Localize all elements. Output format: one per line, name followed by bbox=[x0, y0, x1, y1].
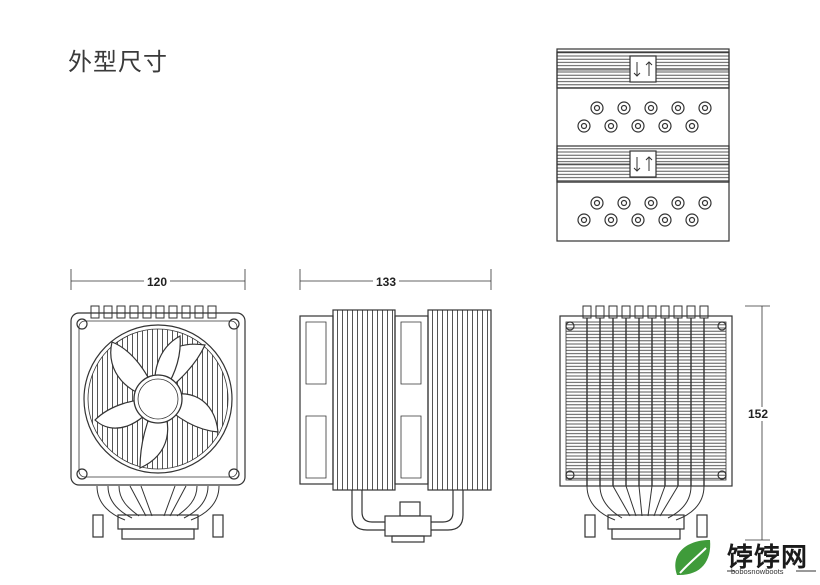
leaf-logo-icon bbox=[675, 540, 711, 576]
heatpipe-ends-lower bbox=[577, 196, 712, 227]
front-view bbox=[70, 269, 246, 540]
dimension-label-depth: 133 bbox=[373, 275, 400, 289]
top-view bbox=[556, 48, 730, 242]
watermark-url: bobosnowboots bbox=[731, 567, 784, 576]
page-title: 外型尺寸 bbox=[68, 48, 168, 76]
heatpipe-ends-upper bbox=[577, 101, 712, 133]
back-view bbox=[559, 305, 770, 541]
dimension-label-width: 120 bbox=[144, 275, 171, 289]
side-view bbox=[299, 269, 492, 543]
dimension-label-height: 152 bbox=[745, 407, 772, 421]
watermark-brand: 饽饽网 bbox=[727, 543, 809, 573]
